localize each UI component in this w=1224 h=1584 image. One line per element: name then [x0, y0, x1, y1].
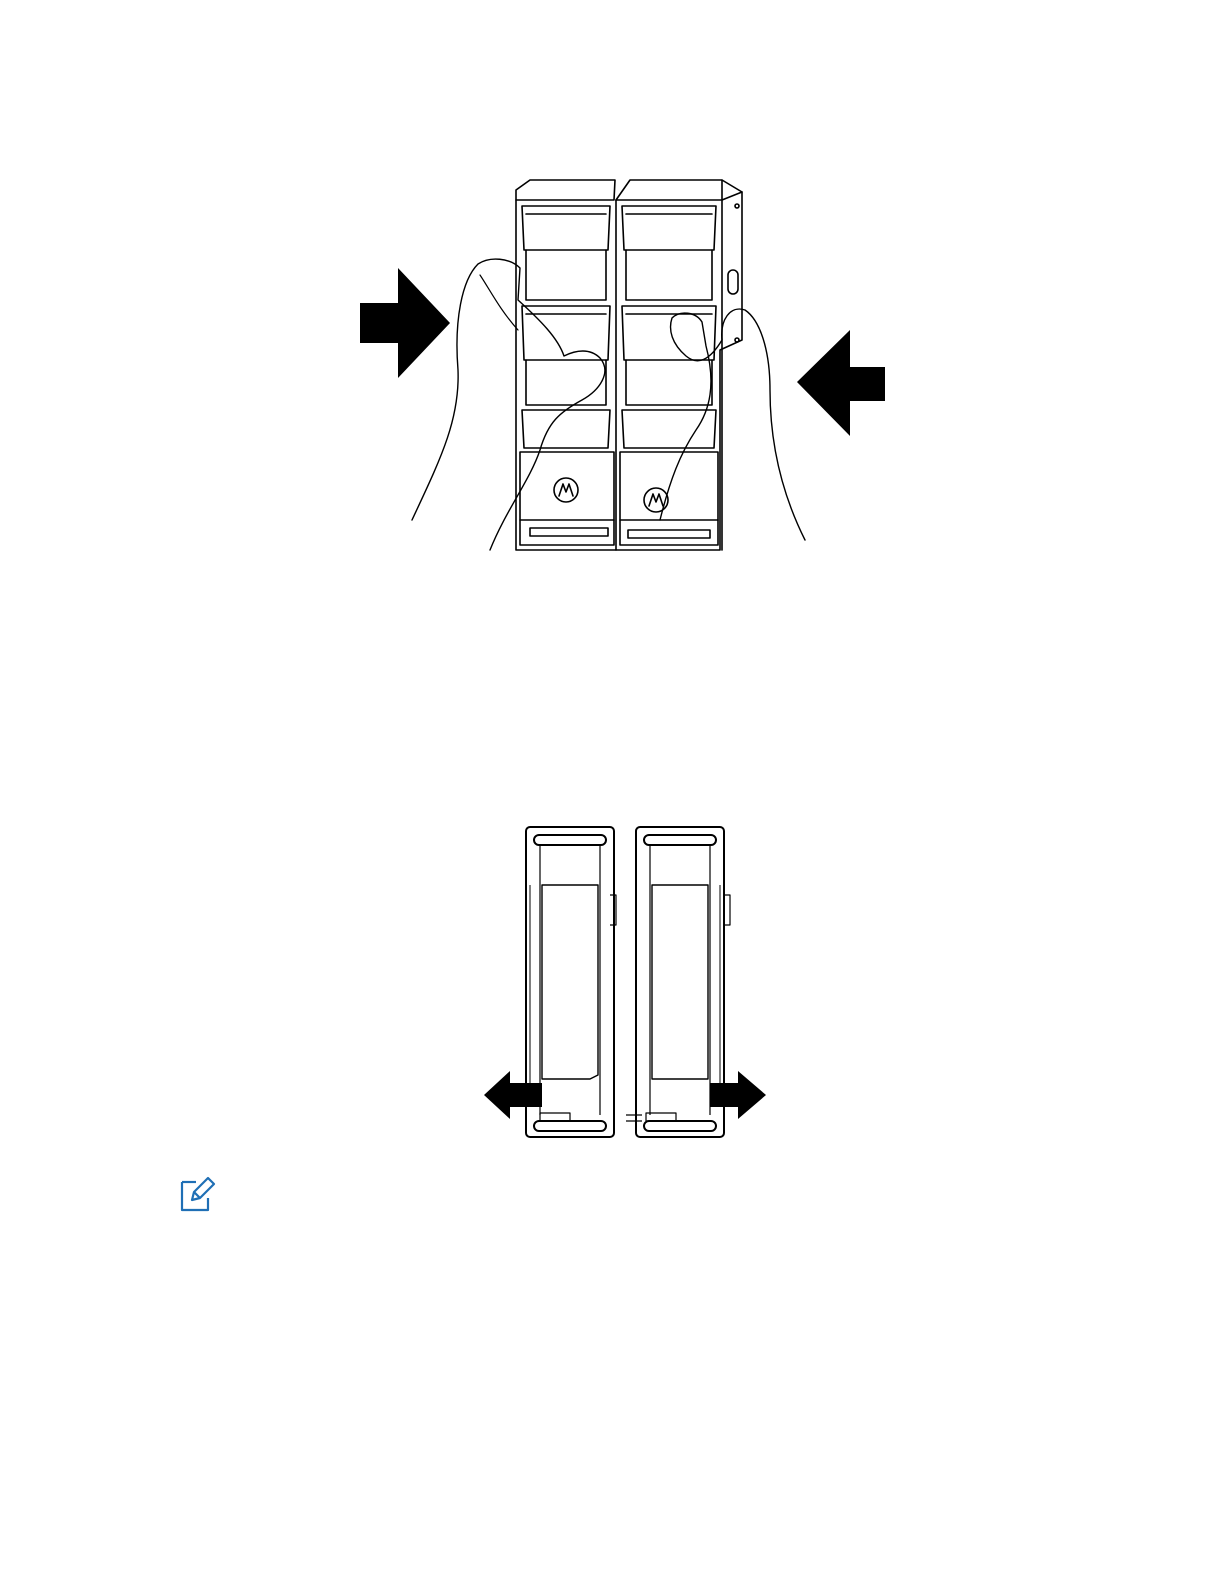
push-left-arrow-icon [797, 330, 885, 436]
right-charger-module [616, 180, 742, 550]
charger-stack-illustration [350, 160, 900, 570]
push-right-arrow-icon [360, 268, 450, 378]
separated-modules-illustration [470, 815, 780, 1145]
left-charger-module [516, 180, 616, 550]
move-right-arrow-icon [710, 1071, 766, 1119]
note-pencil-icon [178, 1174, 216, 1214]
move-left-arrow-icon [484, 1071, 542, 1119]
